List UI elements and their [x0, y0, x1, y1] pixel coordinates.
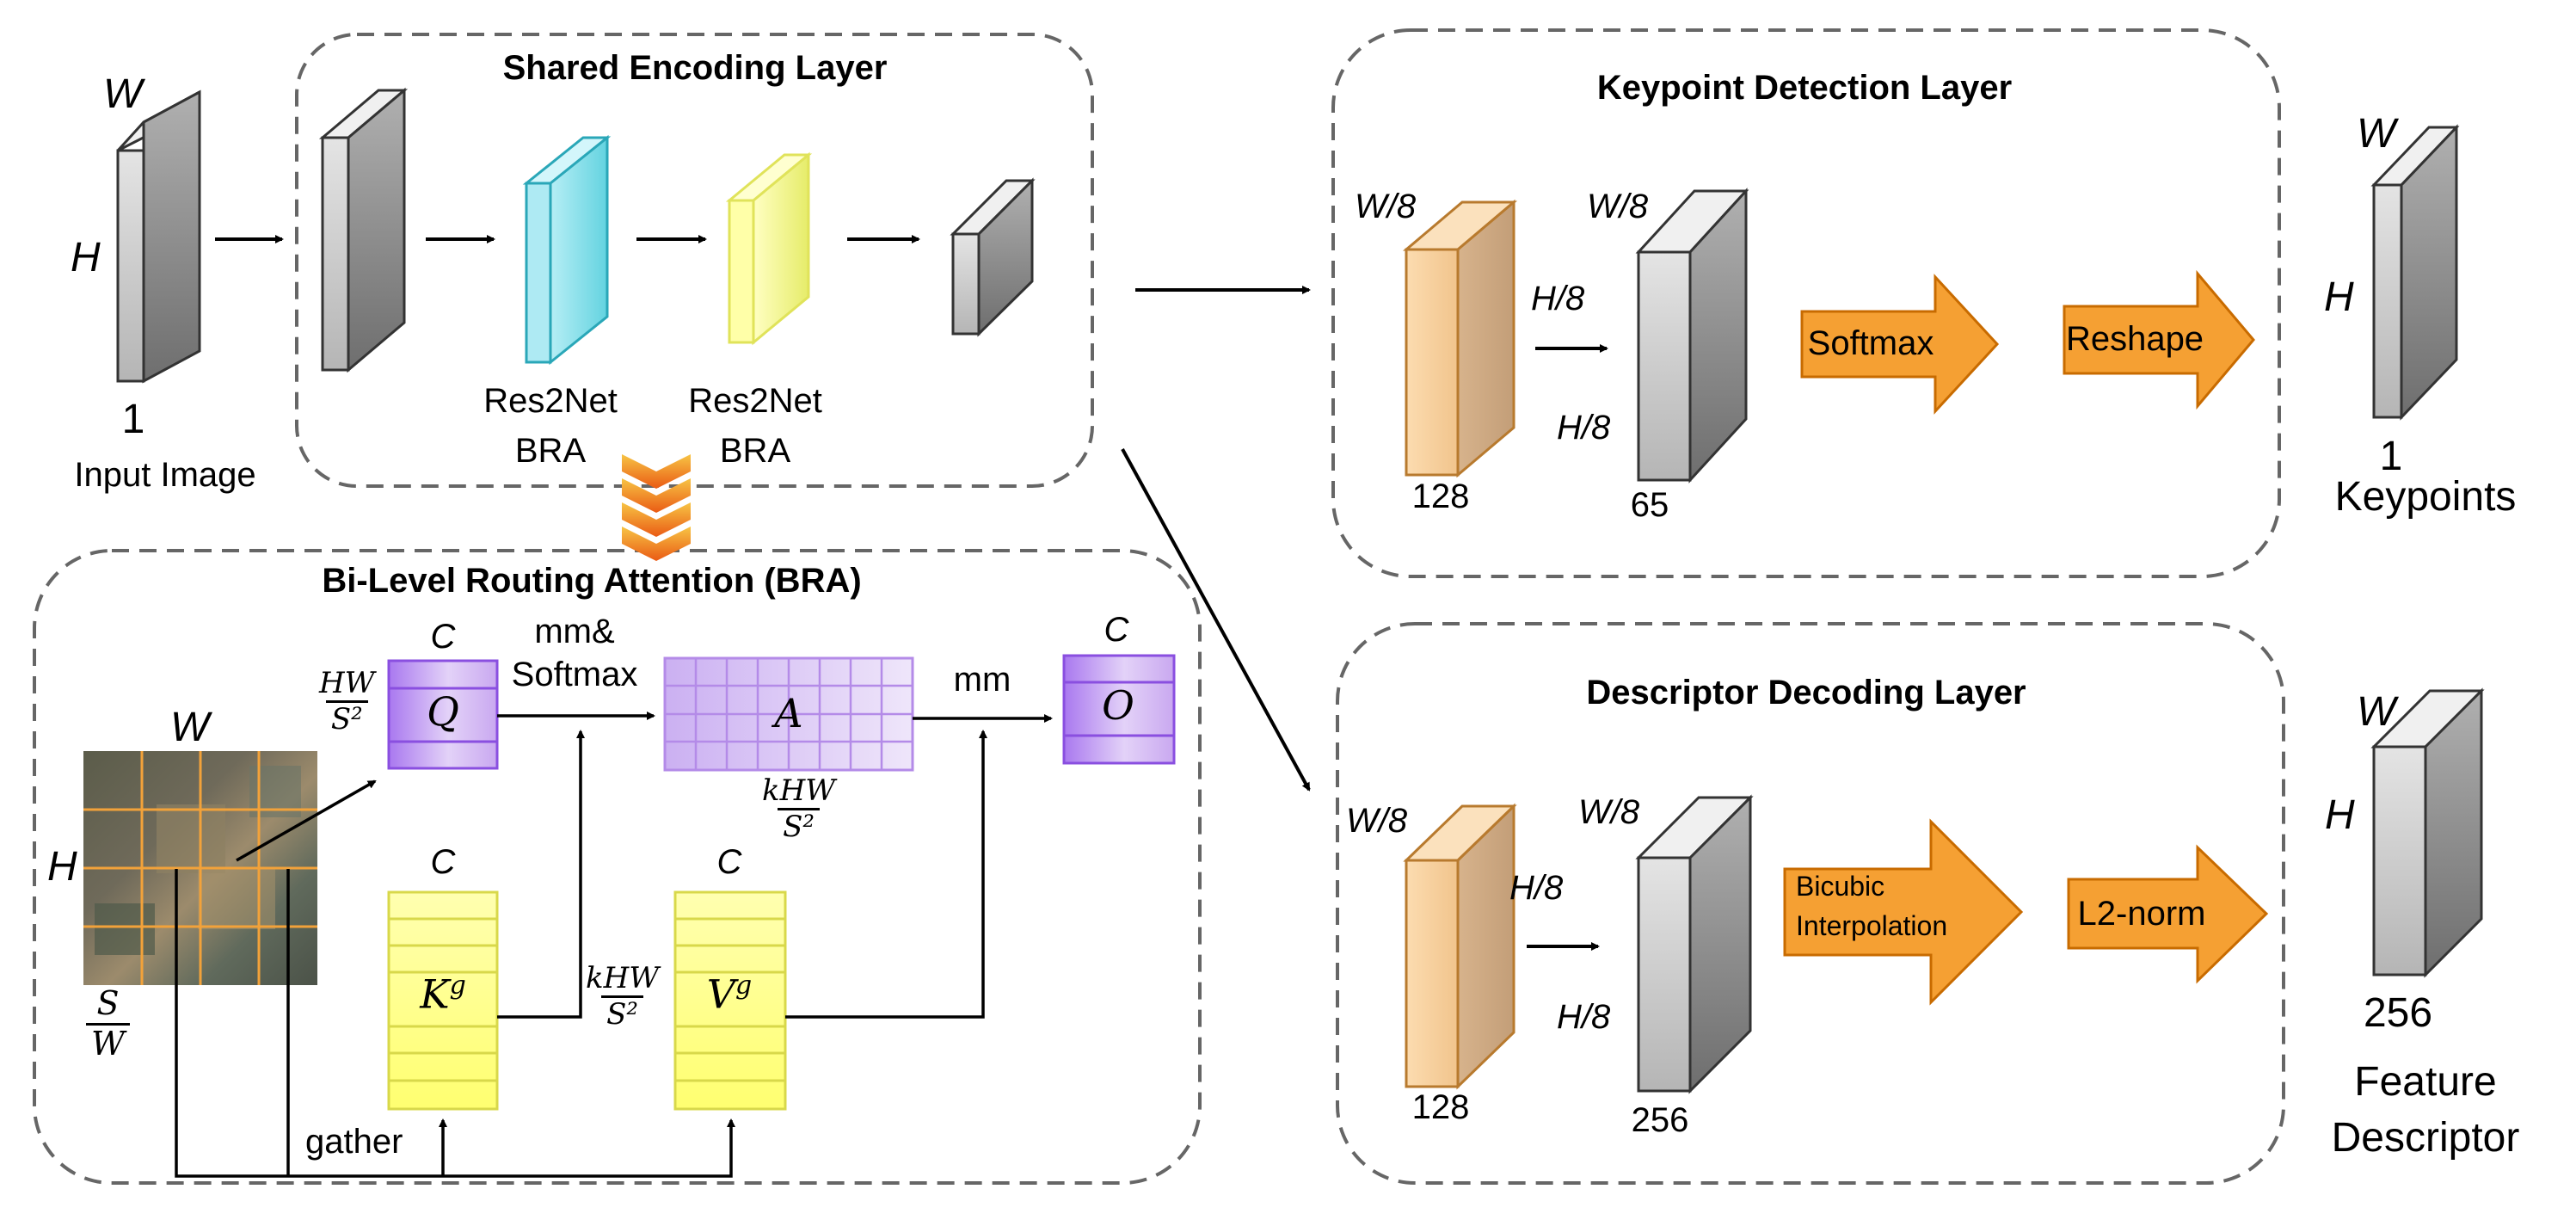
bra-label-2: BRA [719, 432, 791, 470]
shared-encoding-title: Shared Encoding Layer [502, 49, 888, 87]
hw-numerator: HW [319, 666, 375, 700]
desc-mid-h-in-label: H/8 [1509, 869, 1564, 907]
input-image-label: Input Image [74, 456, 256, 494]
desc-out-w-label: W [2357, 689, 2396, 735]
res2net-bra-block-1 [522, 134, 612, 366]
satellite-image [83, 751, 317, 985]
bra-label-1: BRA [514, 432, 587, 470]
arrow-to-descriptor [1121, 448, 1311, 792]
reshape-label: Reshape [2065, 320, 2204, 358]
w-denominator: W [86, 1022, 131, 1063]
keypoints-output-block [2370, 124, 2460, 421]
desc-input-feature-block [1403, 803, 1517, 1090]
k-channel-label: C [430, 843, 456, 881]
img-w-label: W [170, 705, 210, 750]
s2-denominator-kv: S² [601, 995, 644, 1032]
gather-label: gather [305, 1123, 403, 1161]
kp-out-h-label: H [2324, 274, 2354, 320]
input-c-label: 1 [121, 397, 145, 442]
k-symbol: Kg [420, 970, 466, 1017]
keypoints-label: Keypoints [2334, 474, 2517, 520]
o-channel-label: C [1104, 611, 1129, 649]
bra-box [33, 549, 1202, 1185]
input-image-block [116, 89, 201, 384]
res2net-label-1: Res2Net [483, 382, 618, 420]
q-channel-label: C [430, 618, 456, 656]
img-h-label: H [47, 844, 77, 890]
bicubic-label-1: Bicubic [1796, 871, 1885, 902]
key-gathered-block [387, 890, 499, 1111]
mm-softmax-label-1: mm& [534, 613, 615, 650]
bicubic-label-2: Interpolation [1796, 910, 1948, 941]
v-symbol: Vg [707, 970, 752, 1017]
keypoint-box [1331, 28, 2281, 578]
desc-mid-w-label: W/8 [1578, 793, 1640, 831]
kp-in-c-label: 128 [1411, 477, 1470, 515]
khw-numerator-kv: kHW [586, 961, 660, 995]
s2-denominator-a: S² [778, 808, 821, 844]
desc-in-w-label: W/8 [1346, 802, 1408, 840]
kp-mid-h-label: H/8 [1557, 409, 1611, 447]
kp-in-w-label: W/8 [1355, 188, 1416, 226]
bra-title: Bi-Level Routing Attention (BRA) [322, 562, 862, 600]
descriptor-box [1336, 622, 2285, 1185]
s-over-w-fraction: S W [86, 984, 131, 1063]
descriptor-label: Descriptor [2331, 1115, 2520, 1161]
desc-mid-h-label: H/8 [1557, 998, 1611, 1036]
desc-mid-feature-block [1635, 794, 1754, 1094]
kp-mid-w-label: W/8 [1587, 188, 1649, 225]
k-superscript: g [449, 970, 466, 1001]
k-letter: K [420, 970, 450, 1018]
bicubic-arrow-shape [1783, 818, 2024, 1006]
attention-matrix-block [663, 656, 914, 772]
descriptor-output-block [2370, 687, 2485, 978]
feature-label: Feature [2354, 1059, 2497, 1105]
encoder-block-1 [318, 87, 409, 373]
res2net-label-2: Res2Net [688, 382, 822, 420]
input-w-label: W [103, 71, 143, 117]
kp-out-c-label: 1 [2379, 434, 2403, 479]
softmax-arrow-shape [1800, 274, 2000, 415]
l2norm-arrow-shape [2067, 844, 2269, 984]
v-channel-label: C [716, 843, 742, 881]
khw-over-s2-fraction-a: kHW S² [757, 773, 840, 844]
input-h-label: H [71, 235, 101, 280]
mm-softmax-label-2: Softmax [511, 656, 638, 693]
s-numerator: S [96, 984, 120, 1022]
khw-numerator-a: kHW [762, 773, 836, 808]
desc-mid-c-label: 256 [1631, 1101, 1689, 1139]
q-symbol: Q [427, 688, 459, 735]
kp-out-w-label: W [2357, 111, 2396, 157]
shared-encoding-box [295, 33, 1094, 488]
kp-mid-feature-block [1635, 188, 1749, 484]
v-superscript: g [735, 970, 753, 1001]
descriptor-title: Descriptor Decoding Layer [1586, 674, 2026, 712]
softmax-label: Softmax [1807, 324, 1934, 362]
s2-denominator: S² [325, 700, 368, 736]
desc-out-c-label: 256 [2363, 990, 2433, 1036]
v-letter: V [706, 970, 736, 1018]
a-symbol: A [774, 690, 803, 736]
reshape-arrow-shape [2063, 269, 2255, 410]
hw-over-s2-fraction: HW S² [314, 666, 380, 736]
output-block [1062, 654, 1176, 765]
kp-mid-c-label: 65 [1630, 486, 1669, 524]
khw-over-s2-fraction-kv: kHW S² [581, 961, 664, 1032]
mm-label: mm [953, 661, 1011, 699]
desc-out-h-label: H [2325, 792, 2355, 838]
kp-input-feature-block [1402, 199, 1518, 478]
bra-connections [175, 712, 1053, 1178]
query-block [387, 659, 499, 770]
res2net-bra-block-2 [725, 151, 813, 346]
l2norm-label: L2-norm [2077, 895, 2206, 933]
encoder-output-block [950, 177, 1036, 337]
o-symbol: O [1102, 682, 1134, 729]
keypoint-title: Keypoint Detection Layer [1596, 69, 2013, 107]
bra-chevron-icon [622, 454, 691, 561]
desc-in-c-label: 128 [1411, 1088, 1470, 1126]
value-gathered-block [673, 890, 787, 1111]
kp-mid-h-in-label: H/8 [1531, 280, 1585, 317]
kp-in-w-text: W/8 [1355, 188, 1417, 225]
